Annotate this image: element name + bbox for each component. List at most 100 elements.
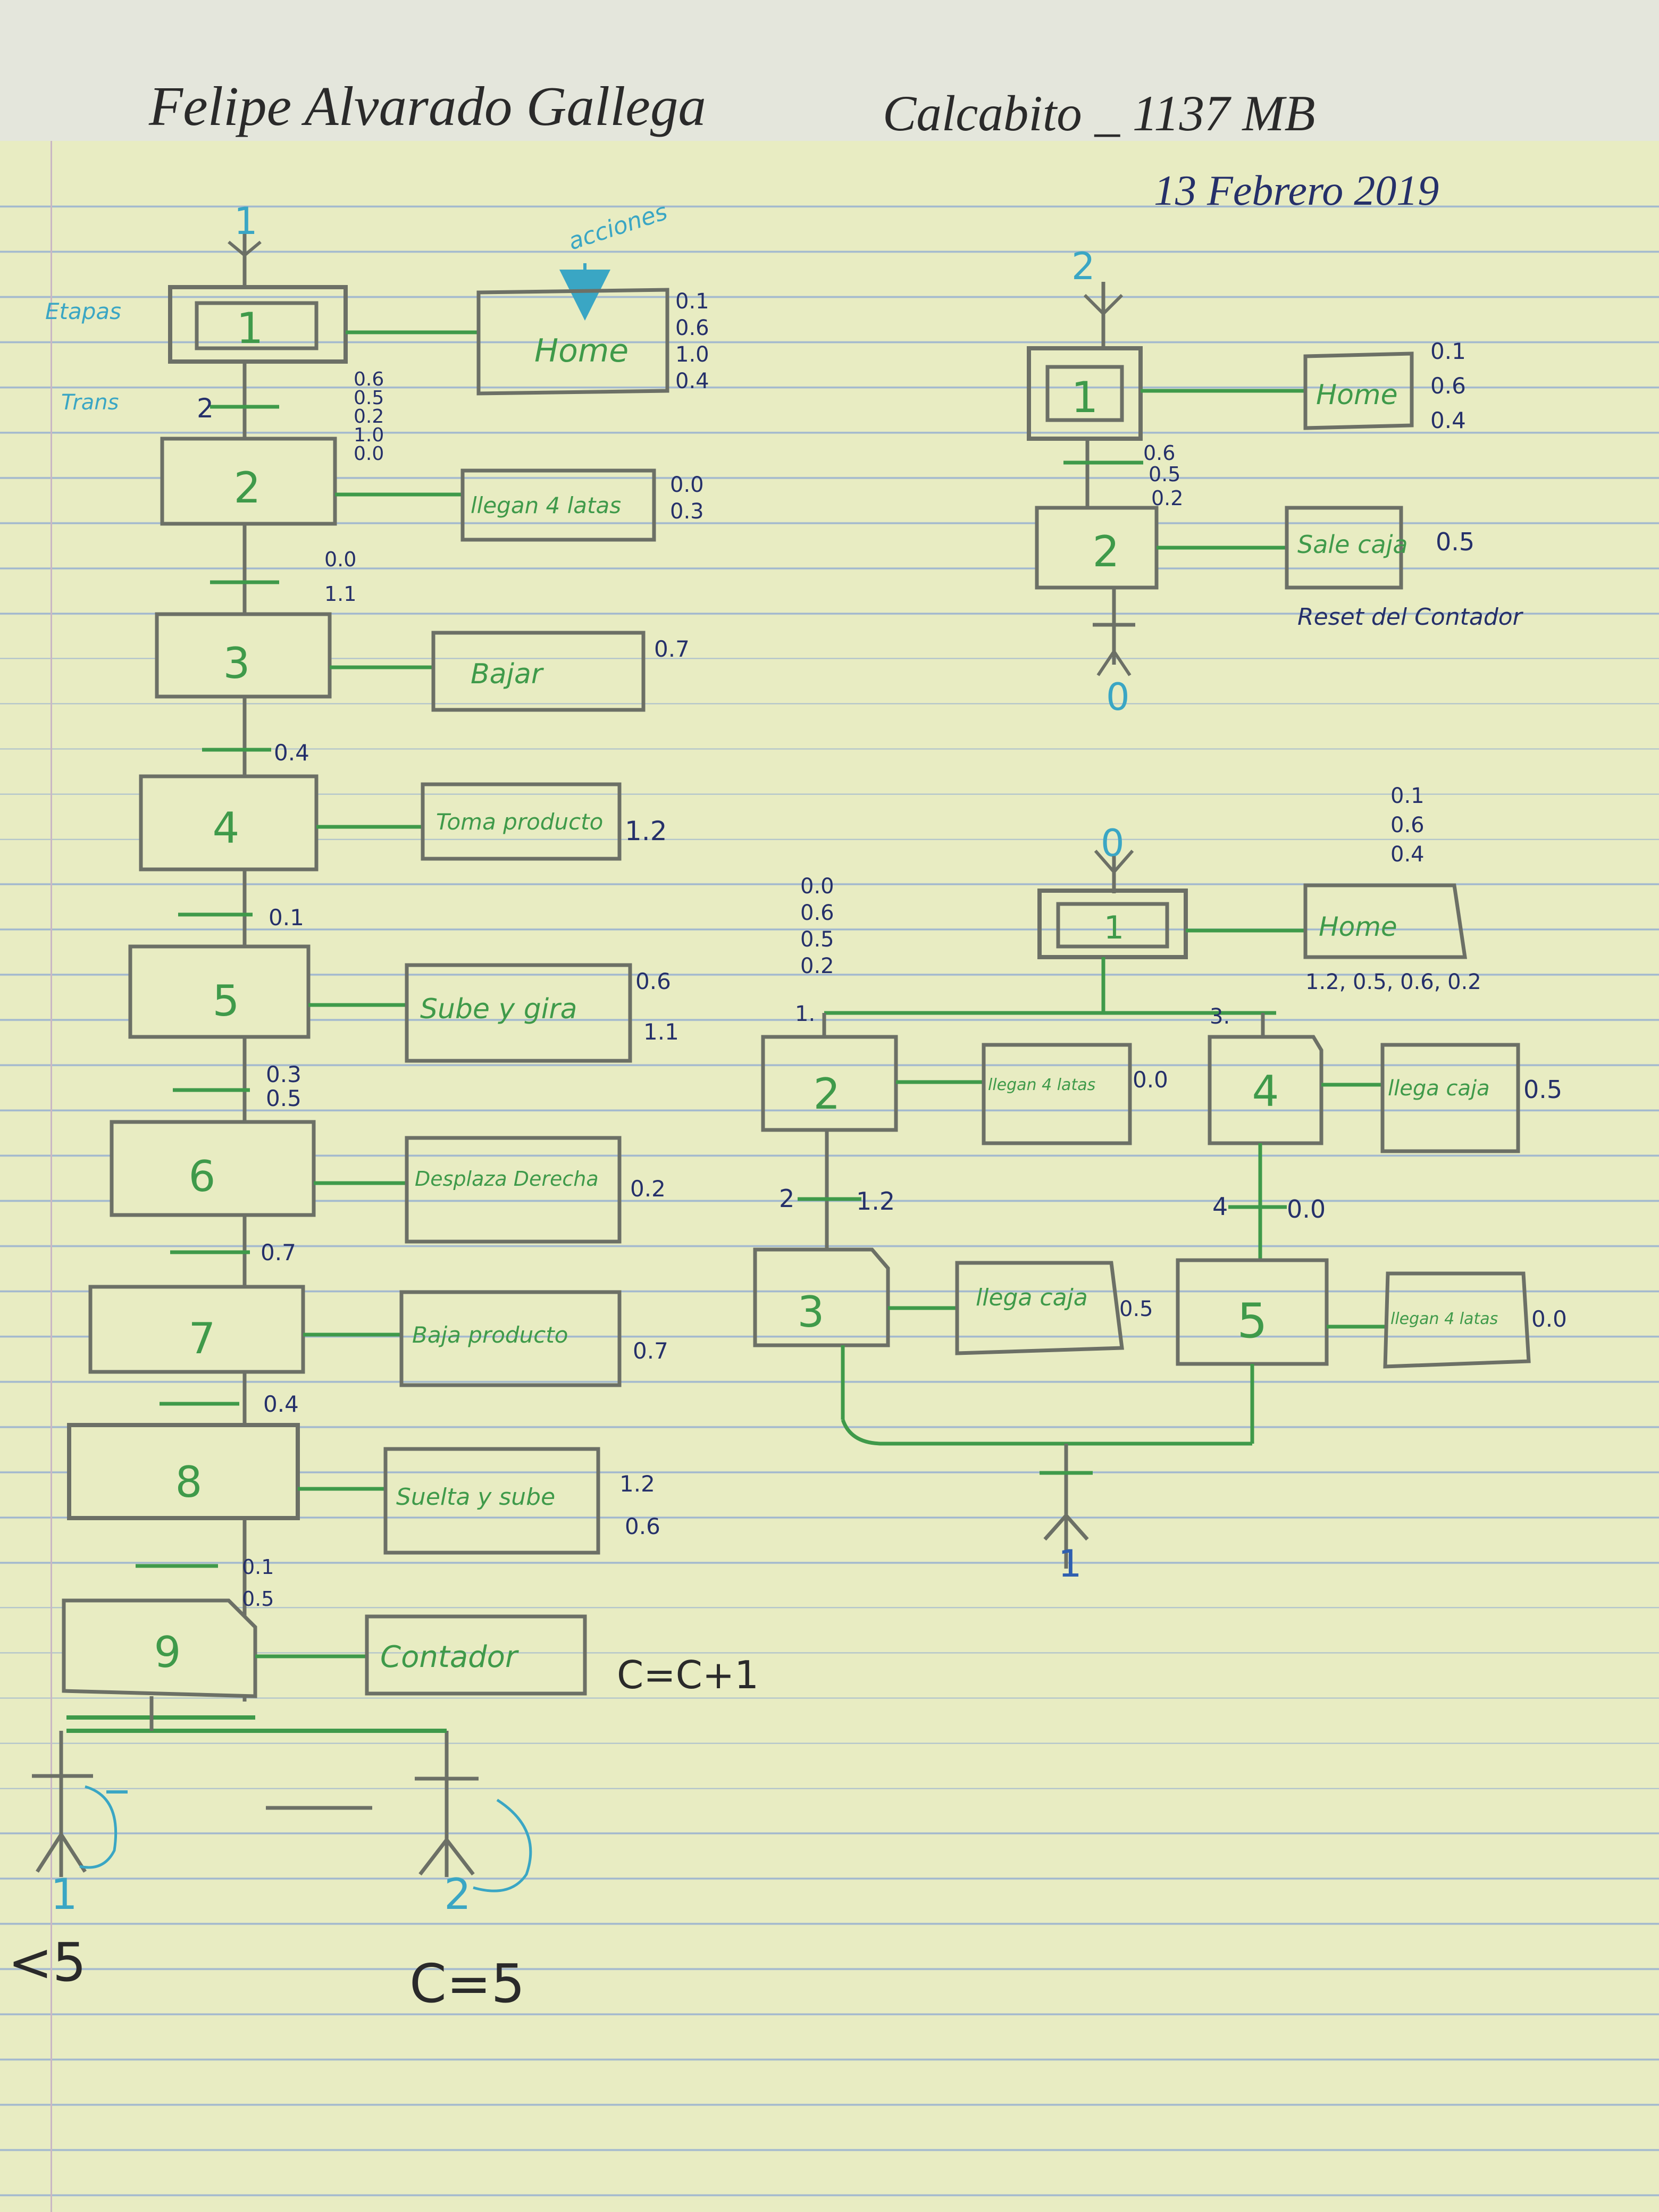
main-action-1: Home (534, 332, 629, 370)
svg-text:4: 4 (213, 803, 240, 853)
g0-t2-label: 2 (779, 1184, 794, 1213)
g0-action-1: Home (1319, 911, 1397, 942)
main-output-8b: 0.6 (625, 1513, 660, 1539)
svg-text:0.6: 0.6 (1143, 441, 1175, 465)
grafcet-0: 0 1 Home 0.1 0.6 0.4 0.0 0.6 0.5 0.2 1. … (753, 784, 1567, 1586)
main-output-9: C=C+1 (617, 1653, 759, 1697)
g0-step-5: 5 (1237, 1293, 1267, 1349)
main-action-3: Bajar (471, 658, 544, 690)
svg-text:0.2: 0.2 (800, 954, 834, 978)
main-step-5: 5 Sube y gira 0.6 1.1 (128, 944, 679, 1063)
main-action-8: Suelta y sube (396, 1484, 555, 1511)
g0-t2-cond: 1.2 (856, 1187, 895, 1216)
main-step-1: 1 Home 0.1 0.6 1.0 0.4 (168, 285, 709, 396)
date: 13 Febrero 2019 (1154, 167, 1439, 214)
svg-text:0.0: 0.0 (354, 443, 384, 465)
svg-text:8: 8 (175, 1457, 203, 1507)
main-output-4: 1.2 (625, 816, 667, 847)
branch-1-target: 1 (51, 1870, 78, 1919)
main-trans-1-cond: 0.6 0.5 0.2 1.0 0.0 (354, 368, 384, 465)
main-output-1a: 0.1 (675, 289, 709, 314)
svg-text:1: 1 (237, 304, 264, 353)
svg-text:0.1: 0.1 (1430, 338, 1466, 364)
svg-text:0.3: 0.3 (266, 1061, 301, 1087)
g2-note: Reset del Contador (1297, 604, 1524, 631)
main-output-2a: 0.0 (670, 473, 704, 497)
g0-left-label: 1. (795, 1002, 815, 1026)
g0-action-3: llega caja (976, 1284, 1088, 1311)
main-action-2: llegan 4 latas (471, 492, 621, 518)
svg-text:0.6: 0.6 (1390, 813, 1425, 837)
g2-exit-label: 0 (1106, 675, 1130, 719)
svg-text:3: 3 (223, 639, 250, 688)
main-action-6: Desplaza Derecha (415, 1167, 599, 1191)
g0-step-2: 2 (814, 1069, 841, 1119)
annotation-etapas: Etapas (45, 298, 121, 324)
header: Felipe Alvarado Gallega Calcabito _ 1137… (148, 75, 1439, 214)
svg-text:0.5: 0.5 (266, 1085, 301, 1111)
main-step-6: 6 Desplaza Derecha 0.2 (110, 1120, 666, 1244)
svg-text:0.5: 0.5 (1119, 1297, 1153, 1321)
main-trans-1-label: 2 (197, 393, 214, 424)
branch-1-condition: <5 (8, 1931, 86, 1993)
main-output-1b: 0.6 (675, 316, 709, 340)
annotation-trans: Trans (61, 390, 119, 415)
main-grafcet: 1 1 Home 0.1 0.6 1.0 0.4 2 0.6 (8, 199, 759, 2015)
g0-step-3: 3 (798, 1287, 825, 1337)
main-output-5b: 1.1 (643, 1019, 679, 1045)
course-code: Calcabito _ 1137 MB (883, 85, 1316, 141)
g0-right-label: 3. (1210, 1004, 1230, 1029)
main-output-7: 0.7 (633, 1338, 668, 1364)
student-name: Felipe Alvarado Gallega (148, 75, 706, 137)
svg-text:0.5: 0.5 (1436, 527, 1474, 556)
svg-text:6: 6 (189, 1152, 216, 1201)
svg-text:0.5: 0.5 (354, 387, 384, 409)
g0-t4-cond: 0.0 (1287, 1195, 1326, 1224)
svg-text:0.2: 0.2 (354, 406, 384, 428)
g0-action-4: llega caja (1388, 1076, 1490, 1101)
main-step-9: 9 Contador C=C+1 (62, 1598, 759, 1698)
svg-text:0.5: 0.5 (1149, 463, 1180, 486)
svg-text:0.5: 0.5 (242, 1587, 274, 1611)
main-trans-8-cond: 0.1 0.5 (242, 1555, 274, 1611)
svg-text:0.6: 0.6 (354, 368, 384, 390)
g2-step-2: 2 (1093, 527, 1120, 576)
main-action-9: Contador (380, 1640, 519, 1674)
main-step-3: 3 Bajar 0.7 (155, 612, 690, 712)
main-output-5a: 0.6 (635, 968, 671, 994)
svg-text:0.4: 0.4 (1390, 842, 1425, 867)
main-trans-7-cond: 0.4 (263, 1391, 299, 1417)
g2-entry-label: 2 (1071, 245, 1095, 288)
g0-exit-label: 1 (1058, 1542, 1082, 1586)
svg-text:0.5: 0.5 (800, 927, 834, 952)
main-trans-5-cond: 0.3 0.5 (266, 1061, 301, 1111)
g2-step-1: 1 (1071, 373, 1099, 422)
main-trans-3-cond: 0.4 (274, 740, 309, 766)
main-action-5: Sube y gira (420, 993, 577, 1025)
main-action-4: Toma producto (436, 809, 603, 835)
main-step-2: 2 llegan 4 latas 0.0 0.3 (160, 437, 704, 542)
svg-text:0.0: 0.0 (1531, 1306, 1567, 1332)
svg-text:7: 7 (189, 1314, 216, 1363)
main-output-3: 0.7 (654, 636, 690, 662)
g0-step-4: 4 (1252, 1067, 1279, 1116)
annotation-acciones: acciones (565, 198, 671, 256)
main-output-1d: 0.4 (675, 369, 709, 393)
main-trans-6-cond: 0.7 (261, 1239, 296, 1266)
g0-t4-label: 4 (1212, 1192, 1228, 1221)
svg-text:2: 2 (234, 463, 261, 513)
svg-text:9: 9 (154, 1628, 181, 1677)
svg-text:0.0: 0.0 (1133, 1067, 1168, 1093)
g2-action-1: Home (1316, 379, 1398, 411)
g0-action-5: llegan 4 latas (1390, 1310, 1498, 1328)
header-sheet (0, 0, 1659, 149)
main-step-8: 8 Suelta y sube 1.2 0.6 (67, 1423, 660, 1555)
svg-text:0.1: 0.1 (1390, 784, 1425, 808)
main-step-4: 4 Toma producto 1.2 (139, 774, 667, 872)
svg-text:1.1: 1.1 (324, 582, 356, 606)
main-output-1c: 1.0 (675, 342, 709, 367)
svg-text:0.6: 0.6 (1430, 373, 1466, 399)
svg-text:0.6: 0.6 (800, 901, 834, 925)
g0-left-cond: 0.0 0.6 0.5 0.2 (800, 874, 834, 978)
branch-2-target: 2 (444, 1870, 471, 1919)
